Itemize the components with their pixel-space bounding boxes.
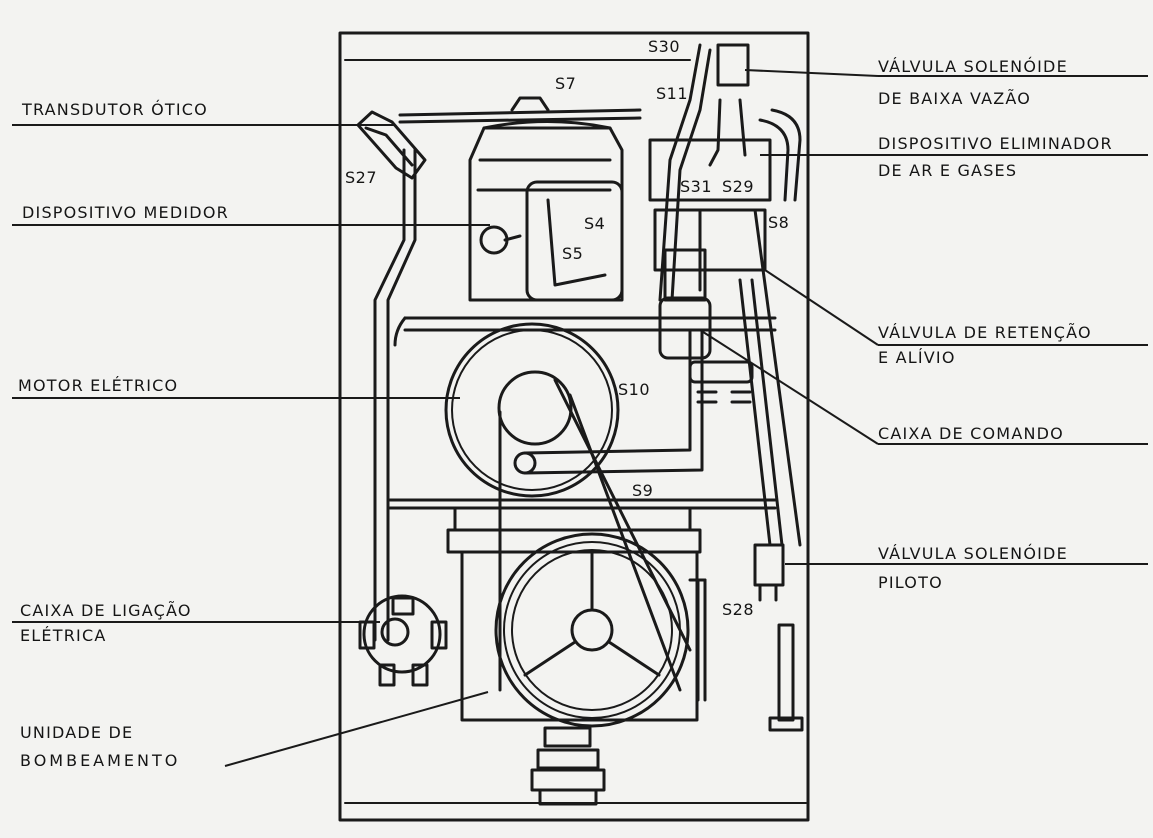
label-metering-device: DISPOSITIVO MEDIDOR — [22, 203, 229, 222]
metering-device — [468, 120, 624, 302]
label-pilot-valve-line2: PILOTO — [878, 573, 943, 592]
label-low-flow-valve-line1: VÁLVULA SOLENÓIDE — [878, 57, 1068, 76]
seal-s28: S28 — [722, 600, 755, 619]
outlet-fitting — [530, 726, 606, 806]
label-junction-box-line1: CAIXA DE LIGAÇÃO — [20, 601, 192, 620]
standpipe — [768, 623, 804, 732]
label-electric-motor: MOTOR ELÉTRICO — [18, 376, 179, 395]
left-conduit — [373, 148, 417, 642]
label-pumping-unit-line1: UNIDADE DE — [20, 723, 134, 742]
seal-s4: S4 — [584, 214, 606, 233]
cabinet-frame — [338, 31, 810, 822]
leader-lines — [12, 69, 1148, 767]
control-box — [658, 296, 754, 404]
seal-s7: S7 — [555, 74, 577, 93]
seal-s9: S9 — [632, 481, 654, 500]
label-pilot-valve-line1: VÁLVULA SOLENÓIDE — [878, 544, 1068, 563]
optical-transducer — [356, 96, 642, 180]
label-junction-box-line2: ELÉTRICA — [20, 626, 107, 645]
electrical-junction-box — [358, 594, 448, 687]
label-air-eliminator-line2: DE AR E GASES — [878, 161, 1018, 180]
label-check-valve-line1: VÁLVULA DE RETENÇÃO — [878, 323, 1092, 342]
label-pumping-unit-line2: BOMBEAMENTO — [20, 751, 181, 770]
label-air-eliminator-line1: DISPOSITIVO ELIMINADOR — [878, 134, 1113, 153]
seal-s11: S11 — [656, 84, 689, 103]
electric-motor — [444, 322, 704, 498]
seal-s27: S27 — [345, 168, 378, 187]
seal-s31: S31 — [680, 177, 713, 196]
seal-s5: S5 — [562, 244, 584, 263]
air-eliminator — [648, 43, 802, 302]
label-check-valve-line2: E ALÍVIO — [878, 348, 956, 367]
seal-s30: S30 — [648, 37, 681, 56]
pump-wheel — [494, 532, 690, 728]
seal-s8: S8 — [768, 213, 790, 232]
label-low-flow-valve-line2: DE BAIXA VAZÃO — [878, 89, 1032, 108]
horizontal-pipe — [393, 316, 777, 347]
check-relief-valve — [653, 208, 767, 302]
seal-s10: S10 — [618, 380, 651, 399]
label-optical-transducer: TRANSDUTOR ÓTICO — [22, 100, 208, 119]
seal-s29: S29 — [722, 177, 755, 196]
pilot-solenoid-valve — [738, 208, 802, 602]
label-control-box: CAIXA DE COMANDO — [878, 424, 1064, 443]
